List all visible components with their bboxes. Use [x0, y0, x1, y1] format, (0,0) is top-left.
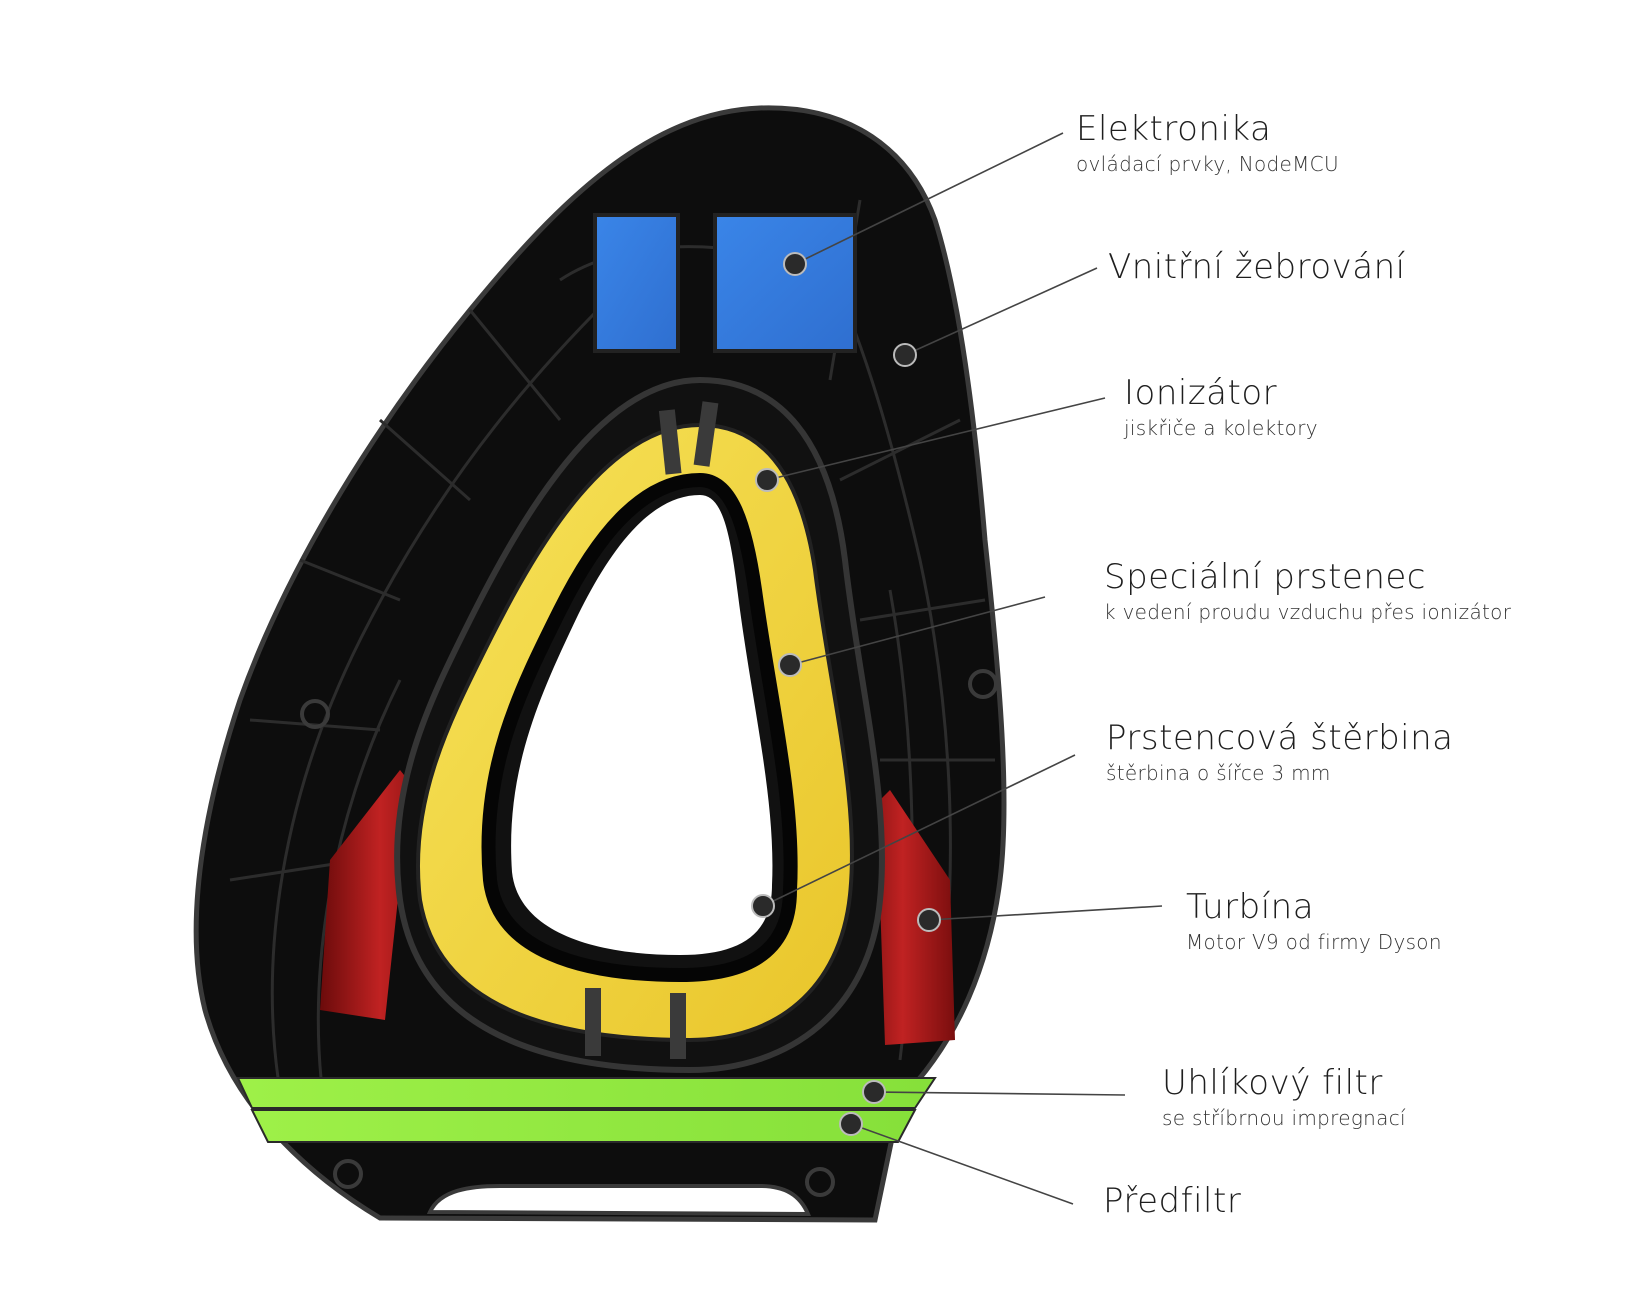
marker-prstenec [778, 653, 802, 677]
label-subtitle: ovládací prvky, NodeMCU [1076, 151, 1339, 176]
carbon-filter [236, 1077, 937, 1109]
marker-predfiltr [839, 1112, 863, 1136]
top-gap-right [693, 401, 719, 467]
electronics-board-right [713, 213, 857, 353]
air-opening [511, 495, 773, 955]
label-predfiltr: Předfiltr [1103, 1181, 1242, 1221]
filters [236, 1077, 937, 1143]
leader-lines [762, 132, 1163, 1205]
label-title: Elektronika [1076, 109, 1272, 149]
label-turbina: Turbína Motor V9 od firmy Dyson [1186, 887, 1442, 954]
label-title: Turbína [1186, 887, 1315, 927]
screw-posts [300, 669, 998, 1197]
handle-cutout [426, 1184, 812, 1217]
marker-zebrovani [893, 343, 917, 367]
markers [751, 252, 941, 1136]
label-elektronika: Elektronika ovládací prvky, NodeMCU [1076, 109, 1339, 176]
marker-ionizator [755, 468, 779, 492]
label-subtitle: se stříbrnou impregnací [1162, 1105, 1406, 1130]
marker-elektronika [783, 252, 807, 276]
ionizer-inner-slot [481, 472, 798, 983]
marker-turbina [917, 908, 941, 932]
marker-uhlikovy [862, 1080, 886, 1104]
label-subtitle: k vedení proudu vzduchu přes ionizátor [1104, 599, 1512, 624]
top-gap-left [658, 409, 682, 475]
bottom-gap-left [585, 988, 601, 1056]
label-title: Ionizátor [1124, 373, 1278, 413]
prefilter [250, 1109, 917, 1143]
label-subtitle: štěrbina o šířce 3 mm [1106, 760, 1331, 785]
label-sterbina: Prstencová štěrbina štěrbina o šířce 3 m… [1106, 718, 1454, 785]
label-title: Vnitřní žebrování [1108, 247, 1406, 287]
marker-sterbina [751, 894, 775, 918]
label-uhlikovy: Uhlíkový filtr se stříbrnou impregnací [1162, 1063, 1406, 1130]
label-ionizator: Ionizátor jiskřiče a kolektory [1124, 373, 1318, 440]
label-zebrovani: Vnitřní žebrování [1108, 247, 1406, 287]
label-subtitle: jiskřiče a kolektory [1124, 415, 1318, 440]
bottom-gap-right [670, 993, 686, 1059]
label-prstenec: Speciální prstenec k vedení proudu vzduc… [1104, 557, 1512, 624]
label-subtitle: Motor V9 od firmy Dyson [1186, 929, 1442, 954]
electronics [593, 213, 857, 353]
label-title: Prstencová štěrbina [1106, 718, 1454, 758]
label-title: Speciální prstenec [1104, 557, 1426, 597]
electronics-board-left [593, 213, 680, 353]
label-title: Uhlíkový filtr [1162, 1063, 1383, 1103]
label-title: Předfiltr [1103, 1181, 1242, 1221]
